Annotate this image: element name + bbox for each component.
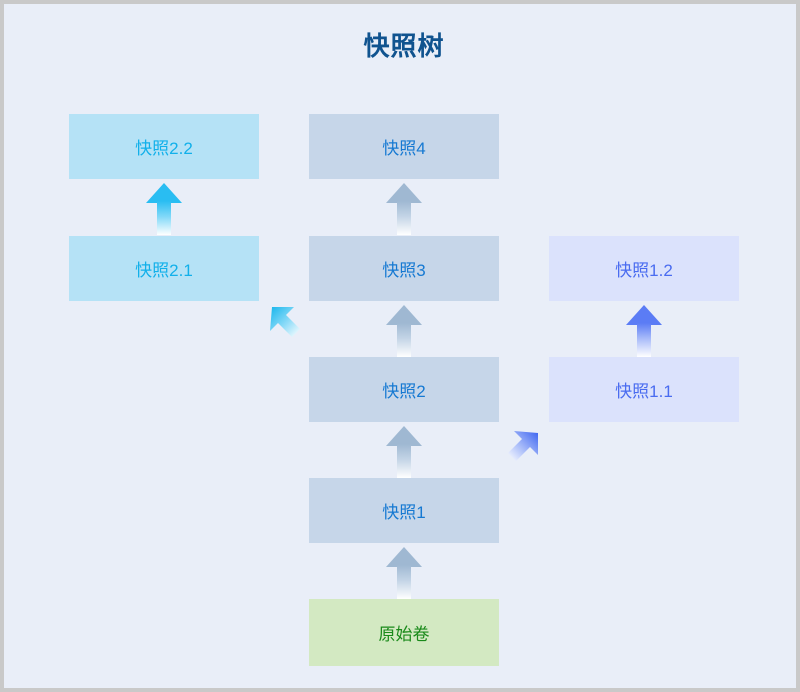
node-snapshot-2-2[interactable]: 快照2.2: [69, 114, 259, 179]
arrow-up-icon-snapshot-1-to-snapshot-2: [386, 426, 422, 478]
node-label: 快照3: [382, 261, 426, 280]
node-label: 快照1.2: [615, 261, 673, 280]
node-snapshot-4[interactable]: 快照4: [309, 114, 499, 179]
arrow-up-icon-snapshot-1-1-to-snapshot-1-2: [626, 305, 662, 357]
node-snapshot-1-1[interactable]: 快照1.1: [549, 357, 739, 422]
node-label: 快照4: [382, 139, 426, 158]
node-label: 快照2: [382, 382, 426, 401]
node-snapshot-2-1[interactable]: 快照2.1: [69, 236, 259, 301]
page-title: 快照树: [363, 31, 445, 61]
node-snapshot-3[interactable]: 快照3: [309, 236, 499, 301]
node-snapshot-1[interactable]: 快照1: [309, 478, 499, 543]
node-snapshot-1-2[interactable]: 快照1.2: [549, 236, 739, 301]
node-original-volume[interactable]: 原始卷: [309, 599, 499, 666]
arrow-up-icon-snapshot-2-1-to-snapshot-2-2: [146, 183, 182, 235]
node-snapshot-2[interactable]: 快照2: [309, 357, 499, 422]
node-label: 快照1.1: [615, 382, 673, 401]
node-label: 快照1: [382, 503, 426, 522]
node-label: 快照2.2: [135, 139, 193, 158]
node-label: 原始卷: [378, 625, 430, 644]
arrow-up-icon-origin-to-snapshot-1: [386, 547, 422, 599]
arrow-up-left-icon-snapshot-2-to-snapshot-2-1: [256, 296, 312, 352]
arrow-up-icon-snapshot-3-to-snapshot-4: [386, 183, 422, 235]
arrow-up-icon-snapshot-2-to-snapshot-3: [386, 305, 422, 357]
node-label: 快照2.1: [135, 261, 193, 280]
arrow-up-right-icon-snapshot-1-to-snapshot-1-1: [498, 422, 554, 478]
